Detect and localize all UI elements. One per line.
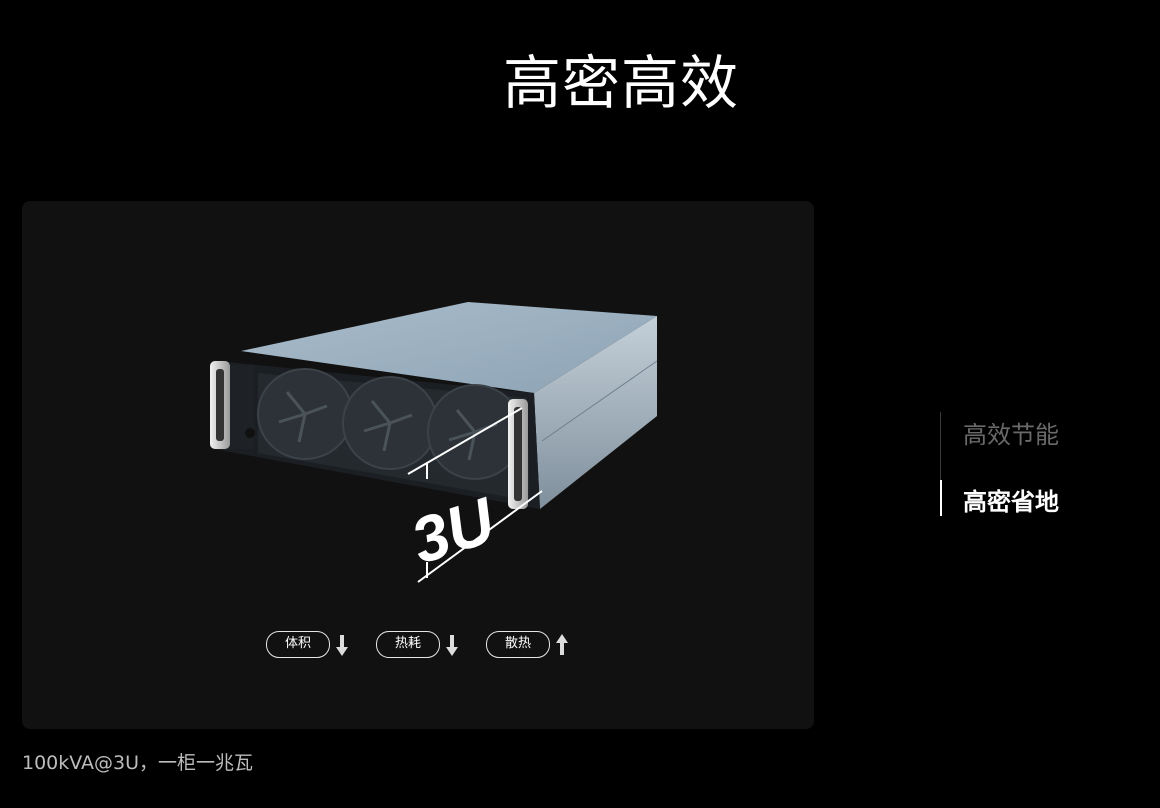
side-nav-active-indicator — [940, 480, 942, 516]
badge-label: 热耗 — [376, 631, 440, 658]
side-nav-track — [940, 412, 941, 516]
power-module-image: 3U — [210, 302, 658, 583]
side-nav-item-density[interactable]: 高密省地 — [963, 488, 1059, 516]
caption: 100kVA@3U，一柜一兆瓦 — [22, 752, 254, 774]
badge-label: 散热 — [486, 631, 550, 658]
side-nav-item-efficiency[interactable]: 高效节能 — [963, 421, 1059, 449]
page-title: 高密高效 — [502, 49, 739, 117]
badge-heat-loss: 热耗 — [376, 631, 458, 658]
arrow-down-icon — [336, 634, 348, 656]
badge-label: 体积 — [266, 631, 330, 658]
arrow-up-icon — [556, 633, 568, 655]
product-stage: 3U 体积 热耗 散热 — [22, 201, 814, 729]
badge-volume: 体积 — [266, 631, 348, 658]
badge-cooling: 散热 — [486, 631, 568, 658]
arrow-down-icon — [446, 634, 458, 656]
badge-row: 体积 热耗 散热 — [266, 631, 596, 658]
